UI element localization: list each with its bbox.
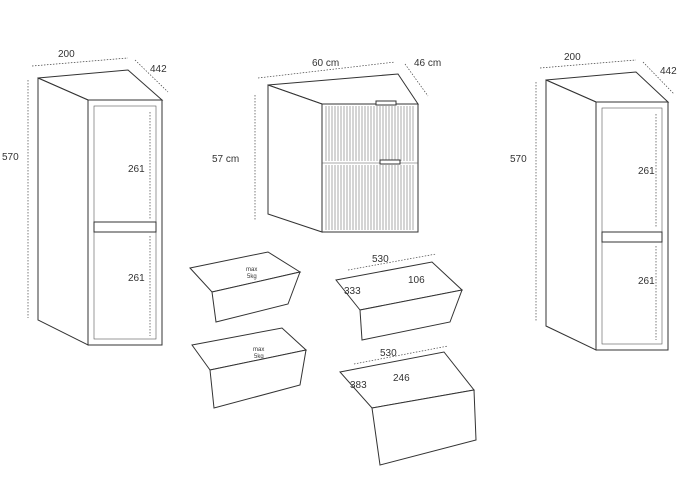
right-width-label: 200	[564, 52, 581, 63]
left-width-label: 200	[58, 49, 75, 60]
drawer-height-label: 246	[393, 373, 410, 384]
vanity-depth-label: 46 cm	[414, 58, 441, 69]
max-load-label: max	[246, 267, 257, 273]
drawer-front-grooves	[325, 106, 414, 230]
drawer-width-label: 530	[380, 348, 397, 359]
left-lower-shelf-label: 261	[128, 273, 145, 284]
right-depth-label: 442	[660, 66, 677, 77]
drawer-depth-label: 383	[350, 380, 367, 391]
right-upper-shelf-label: 261	[638, 166, 655, 177]
left-cabinet: 200 442 570 261 261	[2, 49, 169, 346]
vanity-width-label: 60 cm	[312, 58, 339, 69]
right-lower-shelf-label: 261	[638, 276, 655, 287]
left-height-label: 570	[2, 152, 19, 163]
left-depth-label: 442	[150, 64, 167, 75]
right-cabinet: 200 442 570 261 261	[510, 52, 677, 351]
left-upper-shelf-label: 261	[128, 164, 145, 175]
load-value-label: 5kg	[254, 354, 264, 360]
drawer-bottom-left: max 5kg	[191, 327, 308, 409]
drawer-depth-label: 333	[344, 286, 361, 297]
drawer-bottom-right: 530 383 246	[339, 345, 477, 466]
max-load-label: max	[253, 347, 264, 353]
drawer-top-left: max 5kg	[189, 251, 302, 323]
vanity-unit: 60 cm 46 cm 57 cm	[212, 58, 441, 233]
right-height-label: 570	[510, 154, 527, 165]
load-value-label: 5kg	[247, 274, 257, 280]
vanity-height-label: 57 cm	[212, 154, 239, 165]
drawer-height-label: 106	[408, 275, 425, 286]
drawer-top-right: 530 333 106	[335, 253, 464, 341]
drawer-width-label: 530	[372, 254, 389, 265]
